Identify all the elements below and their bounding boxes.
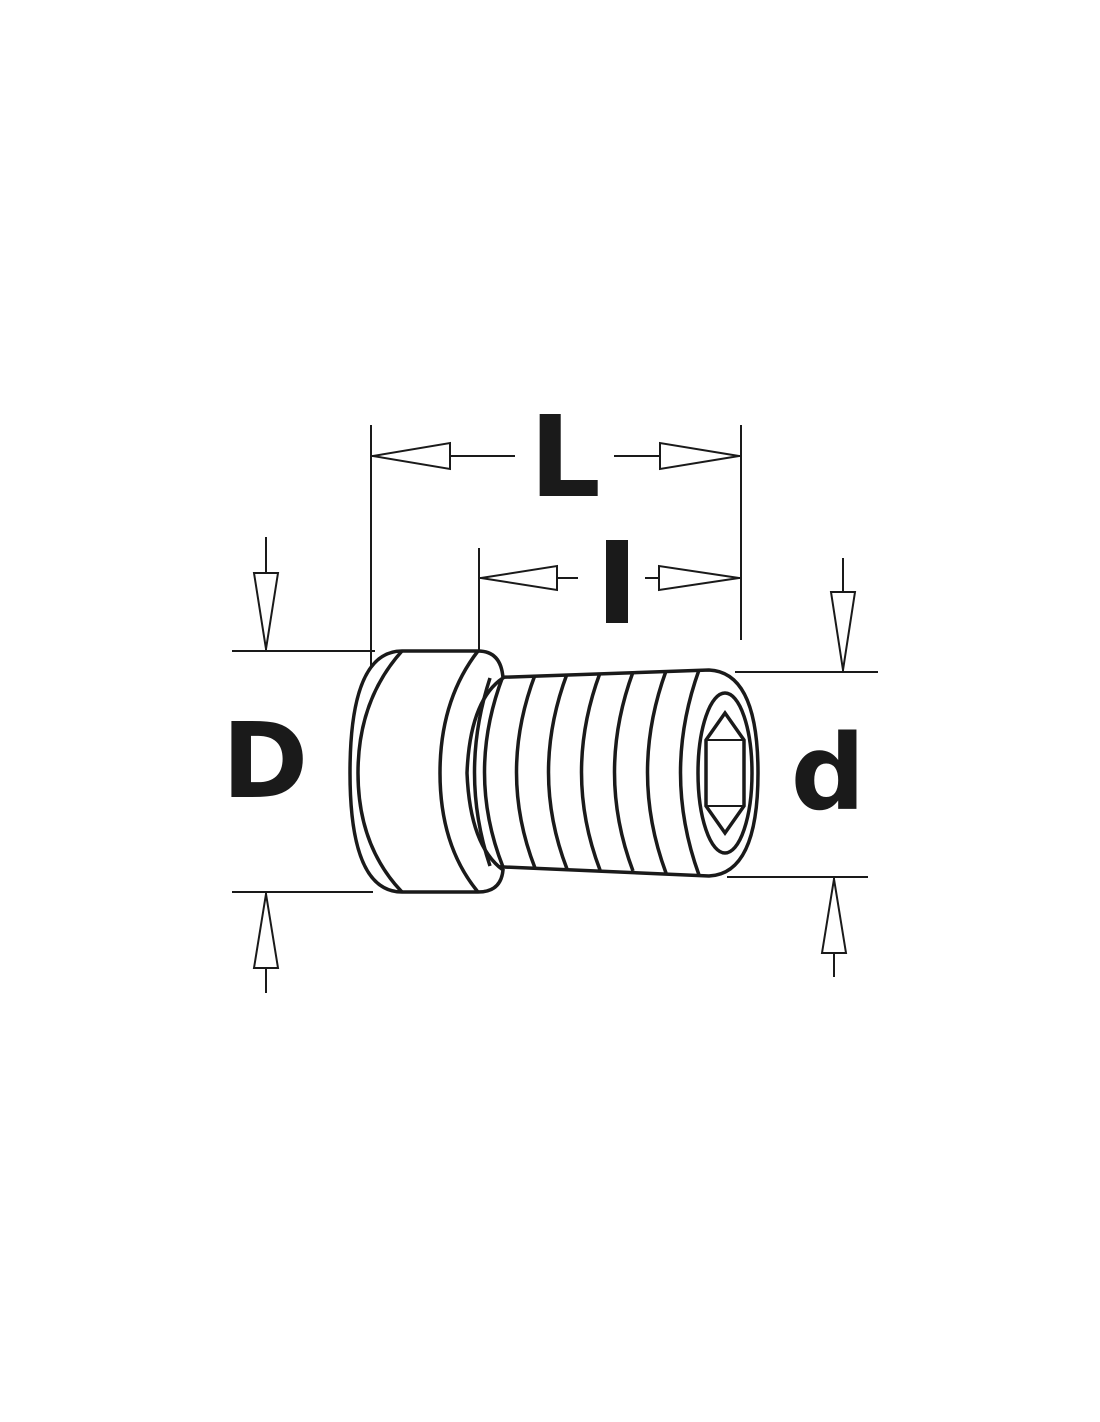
L-arrow-right [659,441,740,471]
thread-crest-5 [612,671,635,872]
screw-head [348,649,505,894]
D-arrow-top [252,572,280,650]
thread-crest-6 [645,670,668,874]
d-arrow-bottom [820,878,848,954]
label-l: l [616,613,619,622]
label-L: L [529,393,600,523]
thread-crest-7 [678,669,701,876]
socket-rim [696,691,754,855]
dimension-L: L [370,393,742,668]
head-chamfer-edge [356,649,404,894]
label-D: D [222,700,308,822]
neck-edge [472,677,492,867]
thread-crest-1 [482,675,505,868]
d-arrow-top [829,591,857,671]
head-face-edge [438,649,480,894]
dimension-l: l [478,540,741,655]
screw [348,649,760,894]
dimension-d: d [727,558,878,977]
l-arrow-left [480,564,558,592]
thread-crest-4 [579,672,602,871]
D-arrow-bottom [252,893,280,969]
label-d: d [791,712,865,834]
l-glyph-bar [606,540,628,623]
L-arrow-left [372,441,451,471]
thread-crest-2 [514,674,537,869]
l-arrow-right [658,564,740,592]
thread-crest-3 [546,673,569,870]
dimension-D: D [222,537,375,993]
